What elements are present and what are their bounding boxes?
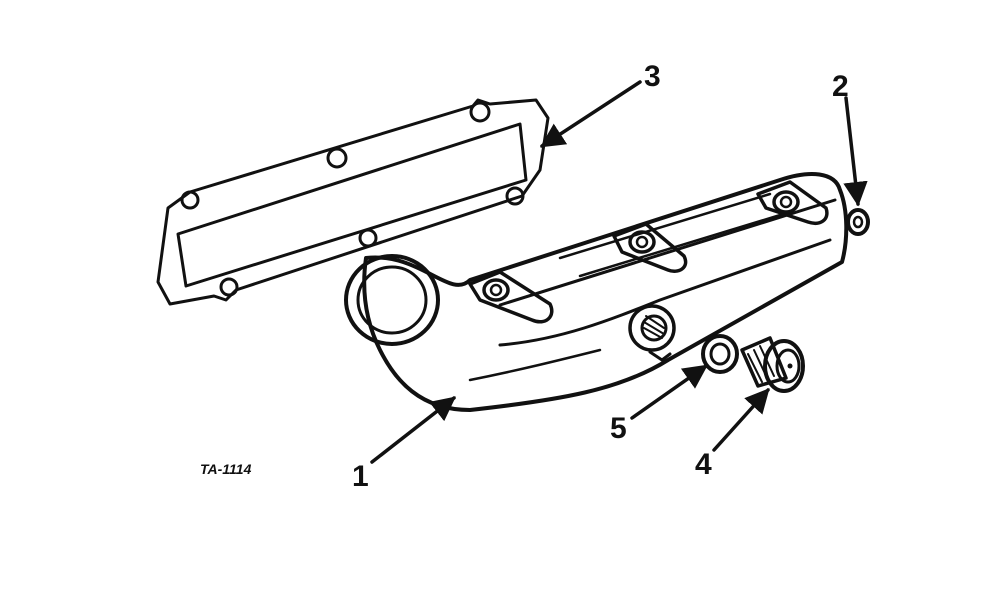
gasket [156, 98, 550, 306]
plug [740, 336, 805, 393]
leader-lines [370, 80, 868, 464]
water-manifold [344, 172, 849, 412]
washer [846, 208, 870, 236]
side-port [628, 304, 676, 362]
callout-2: 2 [832, 70, 849, 103]
leader-1 [370, 396, 456, 464]
figure-code: TA-1114 [200, 461, 252, 477]
callout-4: 4 [695, 448, 712, 481]
callout-3: 3 [644, 60, 661, 93]
callout-labels: 1 2 3 4 5 [352, 60, 849, 493]
gasket-bolt-holes [180, 101, 525, 297]
leader-3 [539, 80, 642, 148]
gasket-washer [701, 334, 739, 374]
callout-1: 1 [352, 460, 369, 493]
leader-4 [712, 388, 770, 452]
leader-2 [843, 96, 868, 207]
callout-5: 5 [610, 412, 627, 445]
bolt-bosses [468, 180, 829, 324]
leader-5 [630, 364, 709, 420]
